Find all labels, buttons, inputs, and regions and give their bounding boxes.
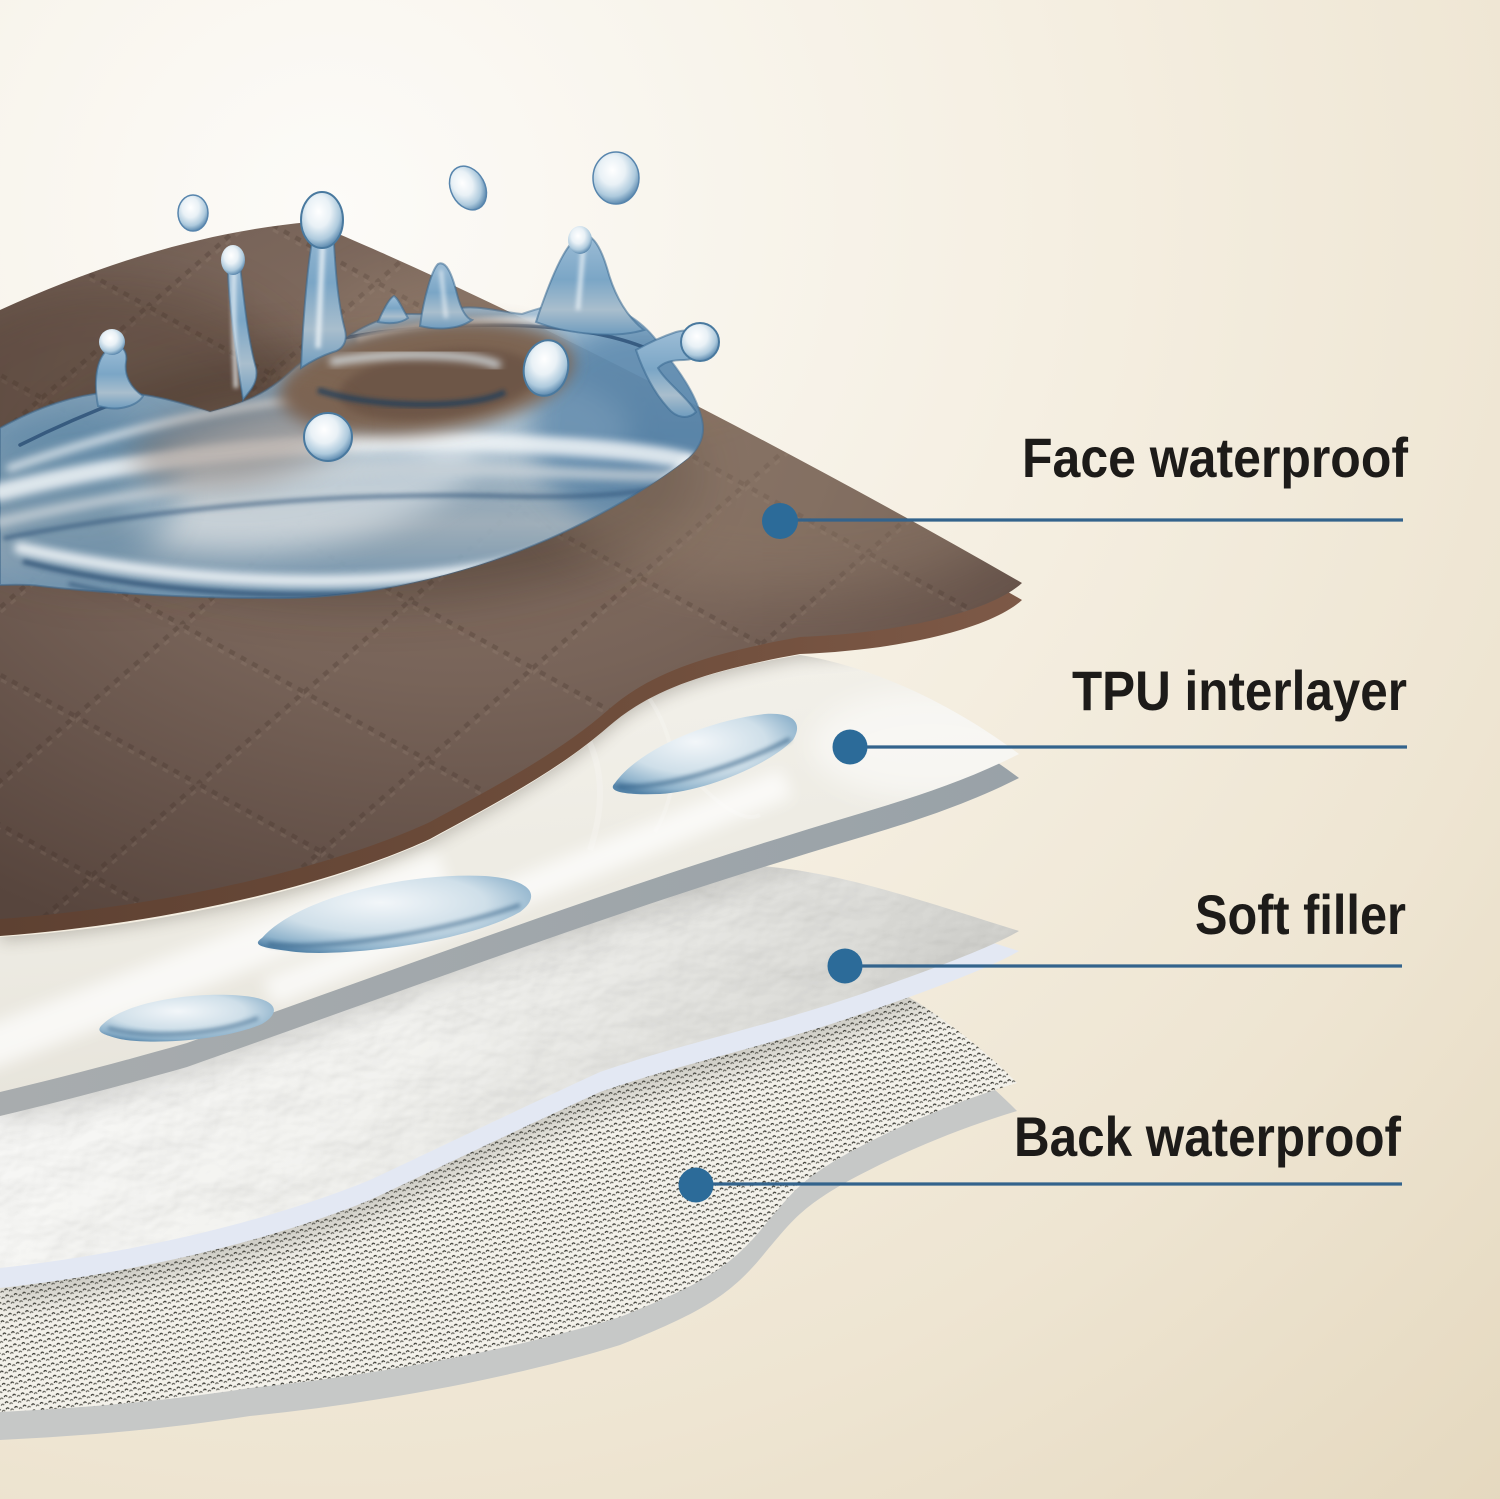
svg-text:Back waterproof: Back waterproof [1014,1105,1401,1168]
svg-text:Face waterproof: Face waterproof [1022,426,1408,489]
svg-text:Soft filler: Soft filler [1195,883,1406,946]
svg-text:TPU interlayer: TPU interlayer [1072,659,1407,722]
